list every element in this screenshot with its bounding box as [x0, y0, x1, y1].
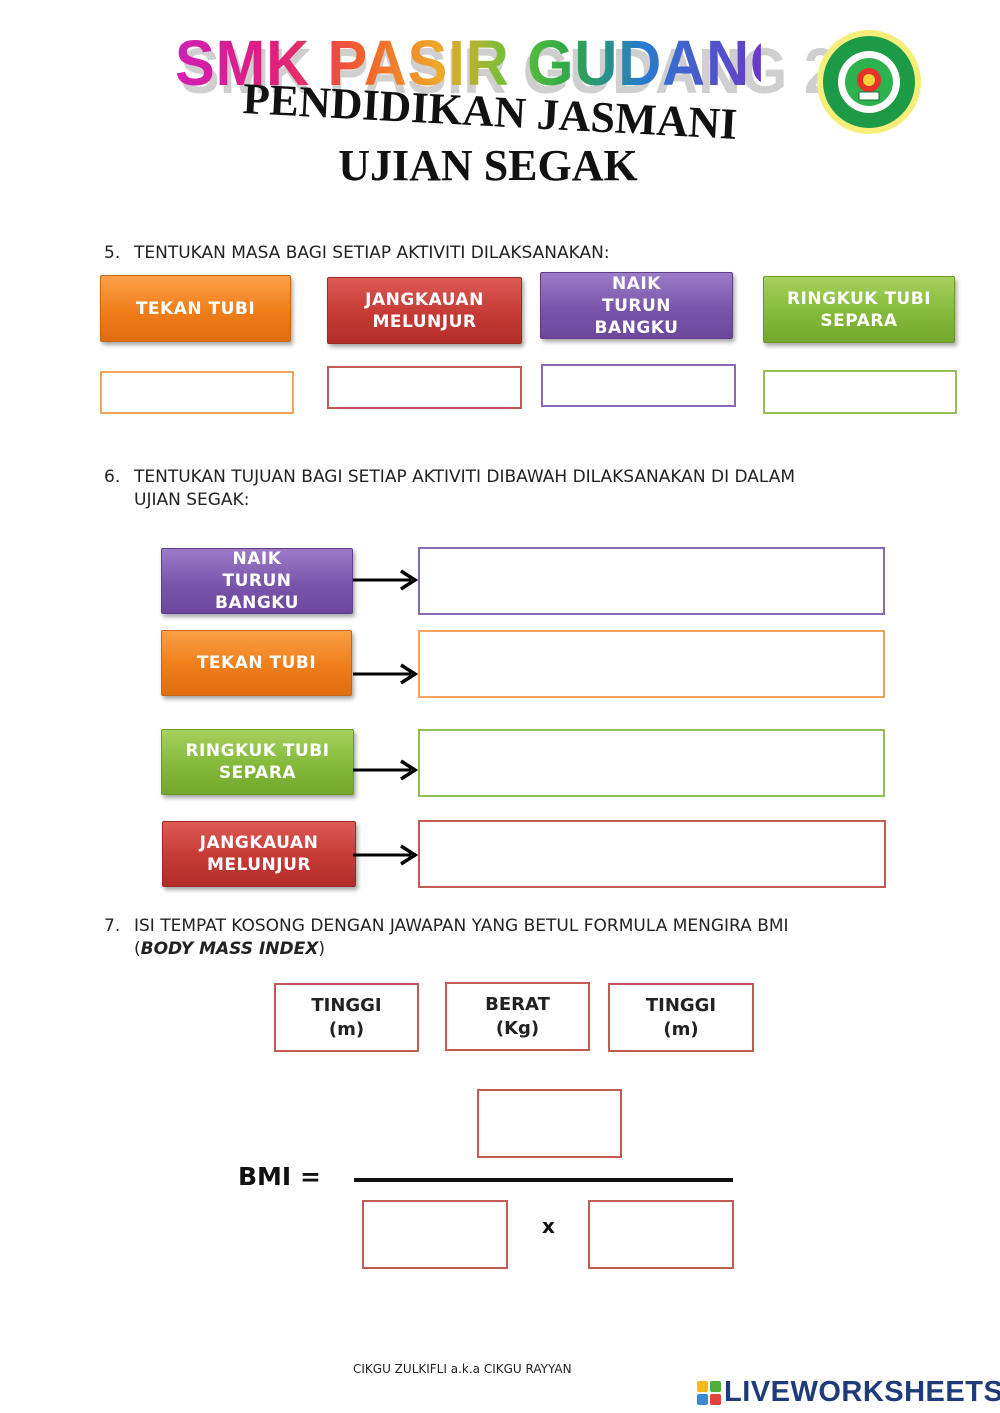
school-title: SMK PASIR GUDANG 2 — [175, 27, 849, 99]
question-text-line2: UJIAN SEGAK: — [134, 490, 250, 510]
q6-tile-naik-turun-bangku[interactable]: NAIK TURUN BANGKU — [161, 548, 353, 614]
q5-tile-tekan-tubi[interactable]: TEKAN TUBI — [100, 275, 291, 342]
q7-option-tinggi-1[interactable]: TINGGI (m) — [274, 983, 419, 1052]
liveworksheets-brand[interactable]: LIVEWORKSHEETS — [724, 1376, 1000, 1408]
question-number: 6. — [104, 467, 121, 487]
paren-open: ( — [134, 939, 141, 959]
arrow-right-icon — [353, 759, 419, 781]
fraction-line — [354, 1178, 733, 1182]
arrow-right-icon — [353, 663, 419, 685]
multiply-sign: x — [542, 1214, 555, 1238]
option-unit: (m) — [663, 1018, 699, 1040]
emphasis-text: BODY MASS INDEX — [140, 939, 319, 959]
test-title: UJIAN SEGAK — [338, 141, 638, 190]
arrow-right-icon — [353, 569, 419, 591]
option-unit: (m) — [328, 1018, 365, 1040]
q6-tile-ringkuk-tubi-separa[interactable]: RINGKUK TUBI SEPARA — [161, 729, 354, 795]
option-name: TINGGI — [311, 994, 382, 1016]
bmi-denominator-dropzone-1[interactable] — [362, 1200, 508, 1269]
q5-answer-box-jangkauan-melunjur[interactable] — [327, 366, 522, 409]
arrow-right-icon — [353, 844, 419, 866]
bmi-numerator-dropzone[interactable] — [477, 1089, 622, 1158]
option-name: TINGGI — [645, 994, 717, 1016]
q7-option-berat[interactable]: BERAT (Kg) — [445, 982, 590, 1051]
q5-answer-box-tekan-tubi[interactable] — [100, 371, 294, 414]
question-5: 5. TENTUKAN MASA BAGI SETIAP AKTIVITI DI… — [104, 242, 804, 266]
q5-answer-box-naik-turun-bangku[interactable] — [541, 364, 736, 407]
q6-answer-box-ringkuk-tubi-separa[interactable] — [418, 729, 885, 797]
question-6: 6. TENTUKAN TUJUAN BAGI SETIAP AKTIVITI … — [104, 466, 964, 514]
liveworksheets-logo-icon — [697, 1381, 721, 1405]
bmi-denominator-dropzone-2[interactable] — [588, 1200, 734, 1269]
question-text-line2: (BODY MASS INDEX) — [134, 938, 325, 961]
option-name: BERAT — [485, 993, 550, 1015]
q5-answer-box-ringkuk-tubi-separa[interactable] — [763, 370, 957, 414]
q5-tile-naik-turun-bangku[interactable]: NAIK TURUN BANGKU — [540, 272, 733, 339]
school-title-shadow: SMK PASIR GUDANG 2 — [180, 36, 837, 106]
q7-option-tinggi-2[interactable]: TINGGI (m) — [608, 983, 754, 1052]
q6-tile-jangkauan-melunjur[interactable]: JANGKAUAN MELUNJUR — [162, 821, 356, 887]
footer-credit: CIKGU ZULKIFLI a.k.a CIKGU RAYYAN — [353, 1362, 572, 1376]
q5-tile-ringkuk-tubi-separa[interactable]: RINGKUK TUBI SEPARA — [763, 276, 955, 343]
question-text: TENTUKAN MASA BAGI SETIAP AKTIVITI DILAK… — [134, 243, 610, 263]
question-text-line1: TENTUKAN TUJUAN BAGI SETIAP AKTIVITI DIB… — [134, 467, 796, 487]
bmi-label: BMI = — [238, 1162, 321, 1191]
q6-answer-box-naik-turun-bangku[interactable] — [418, 547, 885, 615]
q5-tile-jangkauan-melunjur[interactable]: JANGKAUAN MELUNJUR — [327, 277, 522, 344]
question-number: 5. — [104, 243, 121, 263]
q6-tile-tekan-tubi[interactable]: TEKAN TUBI — [161, 630, 352, 696]
option-unit: (Kg) — [495, 1017, 540, 1039]
paren-close: ) — [318, 939, 325, 959]
q6-answer-box-jangkauan-melunjur[interactable] — [418, 820, 886, 888]
q6-answer-box-tekan-tubi[interactable] — [418, 630, 885, 698]
question-number: 7. — [104, 916, 121, 936]
school-logo-icon — [817, 30, 921, 134]
question-7: 7. ISI TEMPAT KOSONG DENGAN JAWAPAN YANG… — [104, 915, 964, 963]
question-text-line1: ISI TEMPAT KOSONG DENGAN JAWAPAN YANG BE… — [134, 916, 789, 936]
